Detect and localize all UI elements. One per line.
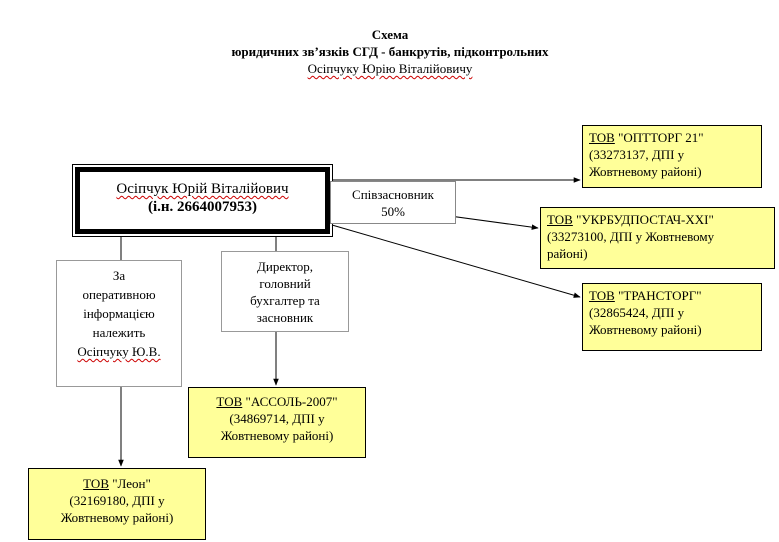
person-name: Осіпчук Юрій Віталійович: [116, 181, 289, 197]
company-transtorg: ТОВ "ТРАНСТОРГ" (32865424, ДПІ у Жовтнев…: [582, 283, 762, 351]
diagram-title: Схема юридичних зв’язків СГД - банкрутів…: [150, 26, 630, 77]
company-opttorg: ТОВ "ОПТТОРГ 21" (33273137, ДПІ у Жовтне…: [582, 125, 762, 188]
company-assol: ТОВ "АССОЛЬ-2007" (34869714, ДПІ у Жовтн…: [188, 387, 366, 458]
company-ukrbudpostach: ТОВ "УКРБУДПОСТАЧ-XXI" (33273100, ДПІ у …: [540, 207, 775, 269]
arrow-to-transtorg: [331, 224, 581, 298]
company-leon: ТОВ "Леон" (32169180, ДПІ у Жовтневому р…: [28, 468, 206, 540]
title-line-2: юридичних зв’язків СГД - банкрутів, підк…: [231, 44, 549, 59]
director-label: Директор, головний бухгалтер та засновни…: [221, 251, 349, 332]
cofounder-label: Співзасновник 50%: [330, 181, 456, 224]
title-line-1: Схема: [371, 27, 409, 42]
person-box: Осіпчук Юрій Віталійович (і.н. 266400795…: [72, 164, 333, 237]
title-line-3: Осіпчуку Юрію Віталійовичу: [307, 61, 473, 76]
operative-info-label: За оперативною інформацією належить Осіп…: [56, 260, 182, 387]
person-inn: (і.н. 2664007953): [147, 199, 258, 215]
